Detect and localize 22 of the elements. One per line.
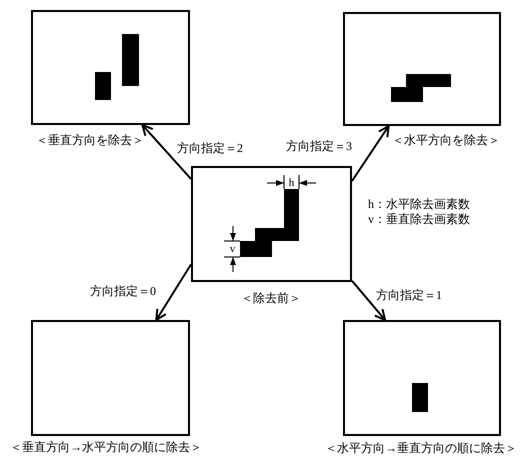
node-label: ＜除去前＞: [241, 291, 301, 305]
edge-label: 方向指定＝3: [285, 139, 353, 153]
dimension-label: h: [288, 176, 294, 188]
note-text: h：水平除去画素数: [368, 197, 470, 211]
arrow: [155, 264, 192, 321]
node-label: ＜垂直方向→水平方向の順に除去＞: [10, 440, 202, 454]
node-label: ＜水平方向を除去＞: [392, 133, 500, 147]
node-label: ＜水平方向→垂直方向の順に除去＞: [325, 441, 517, 455]
image-frame: [31, 10, 190, 125]
arrow: [141, 124, 192, 180]
arrow: [351, 280, 386, 321]
edge-label: 方向指定＝2: [176, 141, 244, 155]
node-label: ＜垂直方向を除去＞: [36, 133, 144, 147]
dimension-label: v: [230, 243, 236, 255]
note-text: v：垂直除去画素数: [368, 212, 470, 226]
arrow: [351, 125, 390, 182]
image-frame: [191, 166, 352, 282]
image-frame: [343, 320, 501, 436]
image-frame: [343, 12, 501, 126]
edge-label: 方向指定＝0: [89, 284, 157, 298]
image-frame: [31, 320, 190, 436]
edge-label: 方向指定＝1: [375, 288, 443, 302]
